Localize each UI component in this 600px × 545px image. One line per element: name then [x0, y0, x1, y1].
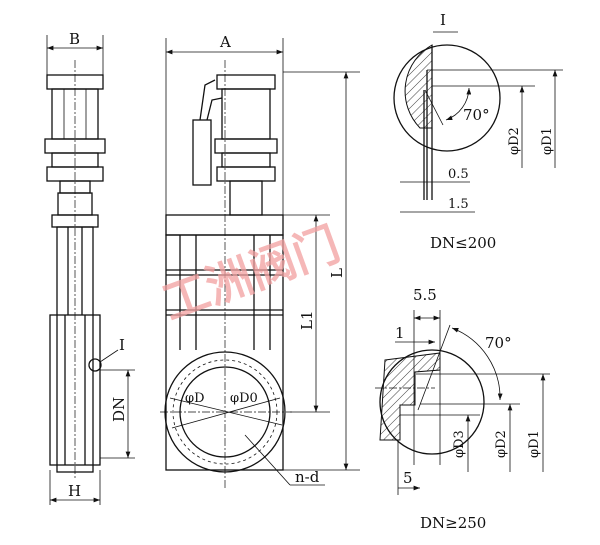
dim-d2-label: φD2: [507, 127, 522, 155]
dim-dn-label: DN: [110, 397, 128, 422]
angle-label-2: 70°: [485, 334, 512, 352]
dim-b-label: B: [69, 30, 80, 48]
dim-d3-label: φD3: [452, 430, 467, 458]
dim-d2-label-2: φD2: [494, 430, 509, 458]
condition-label-2: DN≥250: [420, 514, 486, 532]
detail-large-dn: 5.5 1 70° φD3 φD2 φD1 5 DN≥250: [375, 286, 550, 532]
dim-d1-label: φD1: [540, 127, 555, 155]
dim-phi-d-label: φD: [185, 391, 205, 406]
dim-a-label: A: [219, 33, 231, 51]
front-view: A φD φD0 n-d L L1: [160, 33, 360, 490]
detail-i-marker: I: [119, 336, 125, 354]
dim-phi-d0-label: φD0: [230, 391, 258, 406]
dim-5-label: 5: [403, 469, 413, 487]
detail-title: I: [440, 11, 446, 29]
condition-label: DN≤200: [430, 234, 496, 252]
dim-h-label: H: [68, 482, 81, 500]
dim-55-label: 5.5: [413, 286, 437, 304]
gap-15-label: 1.5: [448, 197, 469, 212]
dim-l1-label: L1: [298, 310, 316, 330]
detail-small-dn: I 70° φD2 φD1 0.5 1.5 DN≤200: [393, 11, 563, 252]
bolt-holes-label: n-d: [295, 468, 320, 486]
angle-label: 70°: [463, 106, 490, 124]
watermark: 工洲阀门: [155, 217, 346, 331]
dim-1-label: 1: [395, 324, 405, 342]
side-view: B I DN H: [44, 30, 135, 505]
gap-05-label: 0.5: [448, 167, 469, 182]
dim-l-label: L: [328, 268, 346, 278]
dim-d1-label-2: φD1: [527, 430, 542, 458]
